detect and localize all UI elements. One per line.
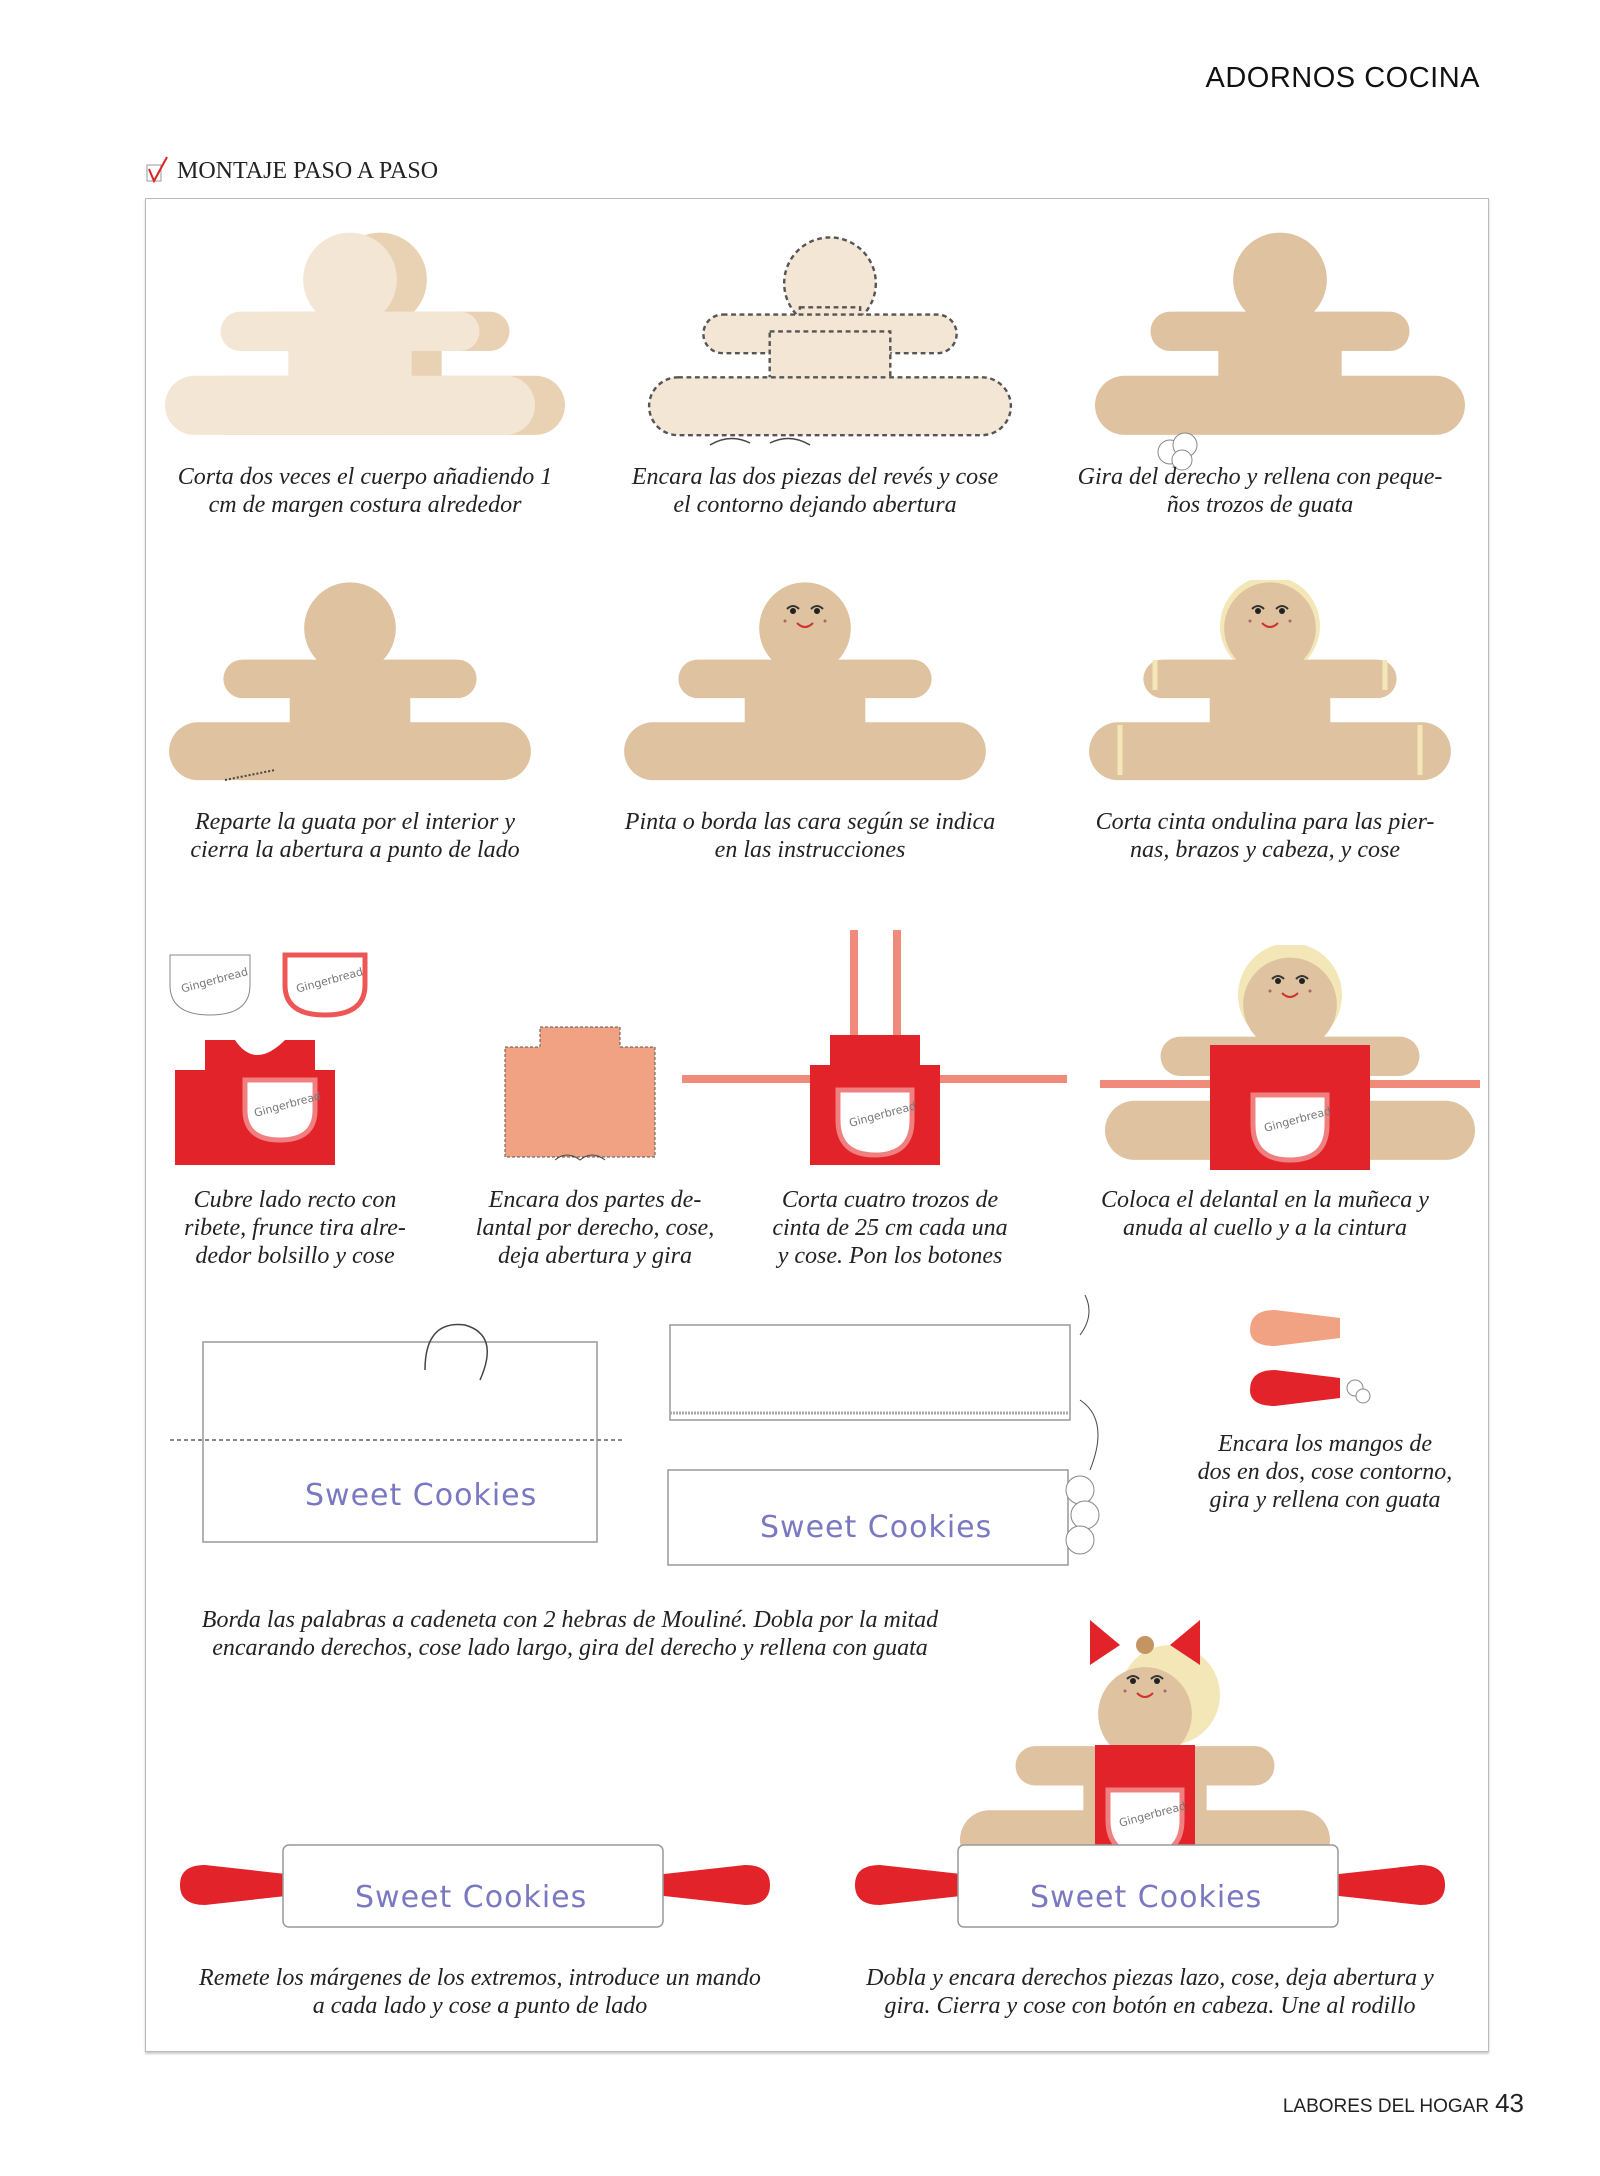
turn-arrow-icon bbox=[1079, 1295, 1099, 1471]
step2-caption: Encara las dos piezas del revés y cose e… bbox=[631, 464, 999, 518]
finished-doll-rolling-pin-figure: Gingerbread Sweet Cookies bbox=[855, 1620, 1445, 1928]
handles-figure bbox=[1250, 1310, 1371, 1406]
step4-caption: Reparte la guata por el interior y cierr… bbox=[190, 809, 520, 863]
step5-face-body-figure bbox=[624, 582, 986, 781]
step12-caption: Borda las palabras a cadeneta con 2 hebr… bbox=[201, 1607, 939, 1661]
button-icon bbox=[1136, 1636, 1154, 1654]
section-title: MONTAJE PASO A PASO bbox=[145, 155, 438, 185]
step3-stuffed-body-figure bbox=[1095, 232, 1465, 471]
bow-icon bbox=[1090, 1620, 1200, 1665]
step2-sewn-body-figure bbox=[647, 236, 1013, 446]
step7-pocket-apron-figure: Gingerbread Gingerbread Gingerbread bbox=[169, 952, 368, 1165]
section-title-text: MONTAJE PASO A PASO bbox=[177, 158, 439, 184]
step14-caption: Dobla y encara derechos piezas lazo, cos… bbox=[866, 1965, 1434, 2019]
step7-caption: Cubre lado recto con ribete, frunce tira… bbox=[184, 1187, 406, 1269]
step9-caption: Corta cuatro trozos de cinta de 25 cm ca… bbox=[772, 1187, 1008, 1269]
step1-cut-body-figure bbox=[165, 232, 565, 435]
step6-ribbon-body-figure bbox=[1089, 580, 1451, 781]
embroidery-text-4: Sweet Cookies bbox=[1030, 1880, 1262, 1915]
section-header: ADORNOS COCINA bbox=[1205, 62, 1480, 94]
step6-caption: Corta cinta ondulina para las pier- nas,… bbox=[1095, 809, 1435, 863]
checkmark-icon bbox=[146, 156, 168, 184]
stuffing-icon bbox=[1065, 1475, 1100, 1555]
magazine-name: LABORES DEL HOGAR bbox=[1282, 2096, 1490, 2117]
fabric-fold-figure: Sweet Cookies bbox=[170, 1323, 625, 1543]
step9-apron-straps-figure: Gingerbread bbox=[682, 930, 1067, 1165]
step4-closed-body-figure bbox=[169, 582, 531, 781]
step10-dressed-doll-figure: Gingerbread bbox=[1100, 945, 1480, 1170]
step3-caption: Gira del derecho y rellena con peque- ño… bbox=[1077, 464, 1443, 518]
step11-caption: Encara los mangos de dos en dos, cose co… bbox=[1197, 1431, 1453, 1513]
fold-arrow-icon bbox=[424, 1323, 488, 1381]
step1-caption: Corta dos veces el cuerpo añadiendo 1 cm… bbox=[177, 464, 553, 518]
page-number: 43 bbox=[1495, 2088, 1524, 2118]
fabric-tube-figure: Sweet Cookies bbox=[667, 1295, 1100, 1566]
step5-caption: Pinta o borda las cara según se indica e… bbox=[624, 809, 996, 863]
stuffing-icon bbox=[1157, 432, 1198, 471]
embroidery-text: Sweet Cookies bbox=[305, 1478, 537, 1513]
embroidery-text-3: Sweet Cookies bbox=[355, 1880, 587, 1915]
step10-caption: Coloca el delantal en la muñeca y anuda … bbox=[1101, 1187, 1429, 1241]
rolling-pin-figure: Sweet Cookies bbox=[180, 1844, 770, 1928]
step8-caption: Encara dos partes de- lantal por derecho… bbox=[475, 1187, 715, 1269]
step13-caption: Remete los márgenes de los extremos, int… bbox=[199, 1965, 761, 2019]
embroidery-text-2: Sweet Cookies bbox=[760, 1510, 992, 1545]
steps-panel bbox=[145, 198, 1489, 2052]
step8-apron-figure bbox=[504, 1026, 656, 1161]
